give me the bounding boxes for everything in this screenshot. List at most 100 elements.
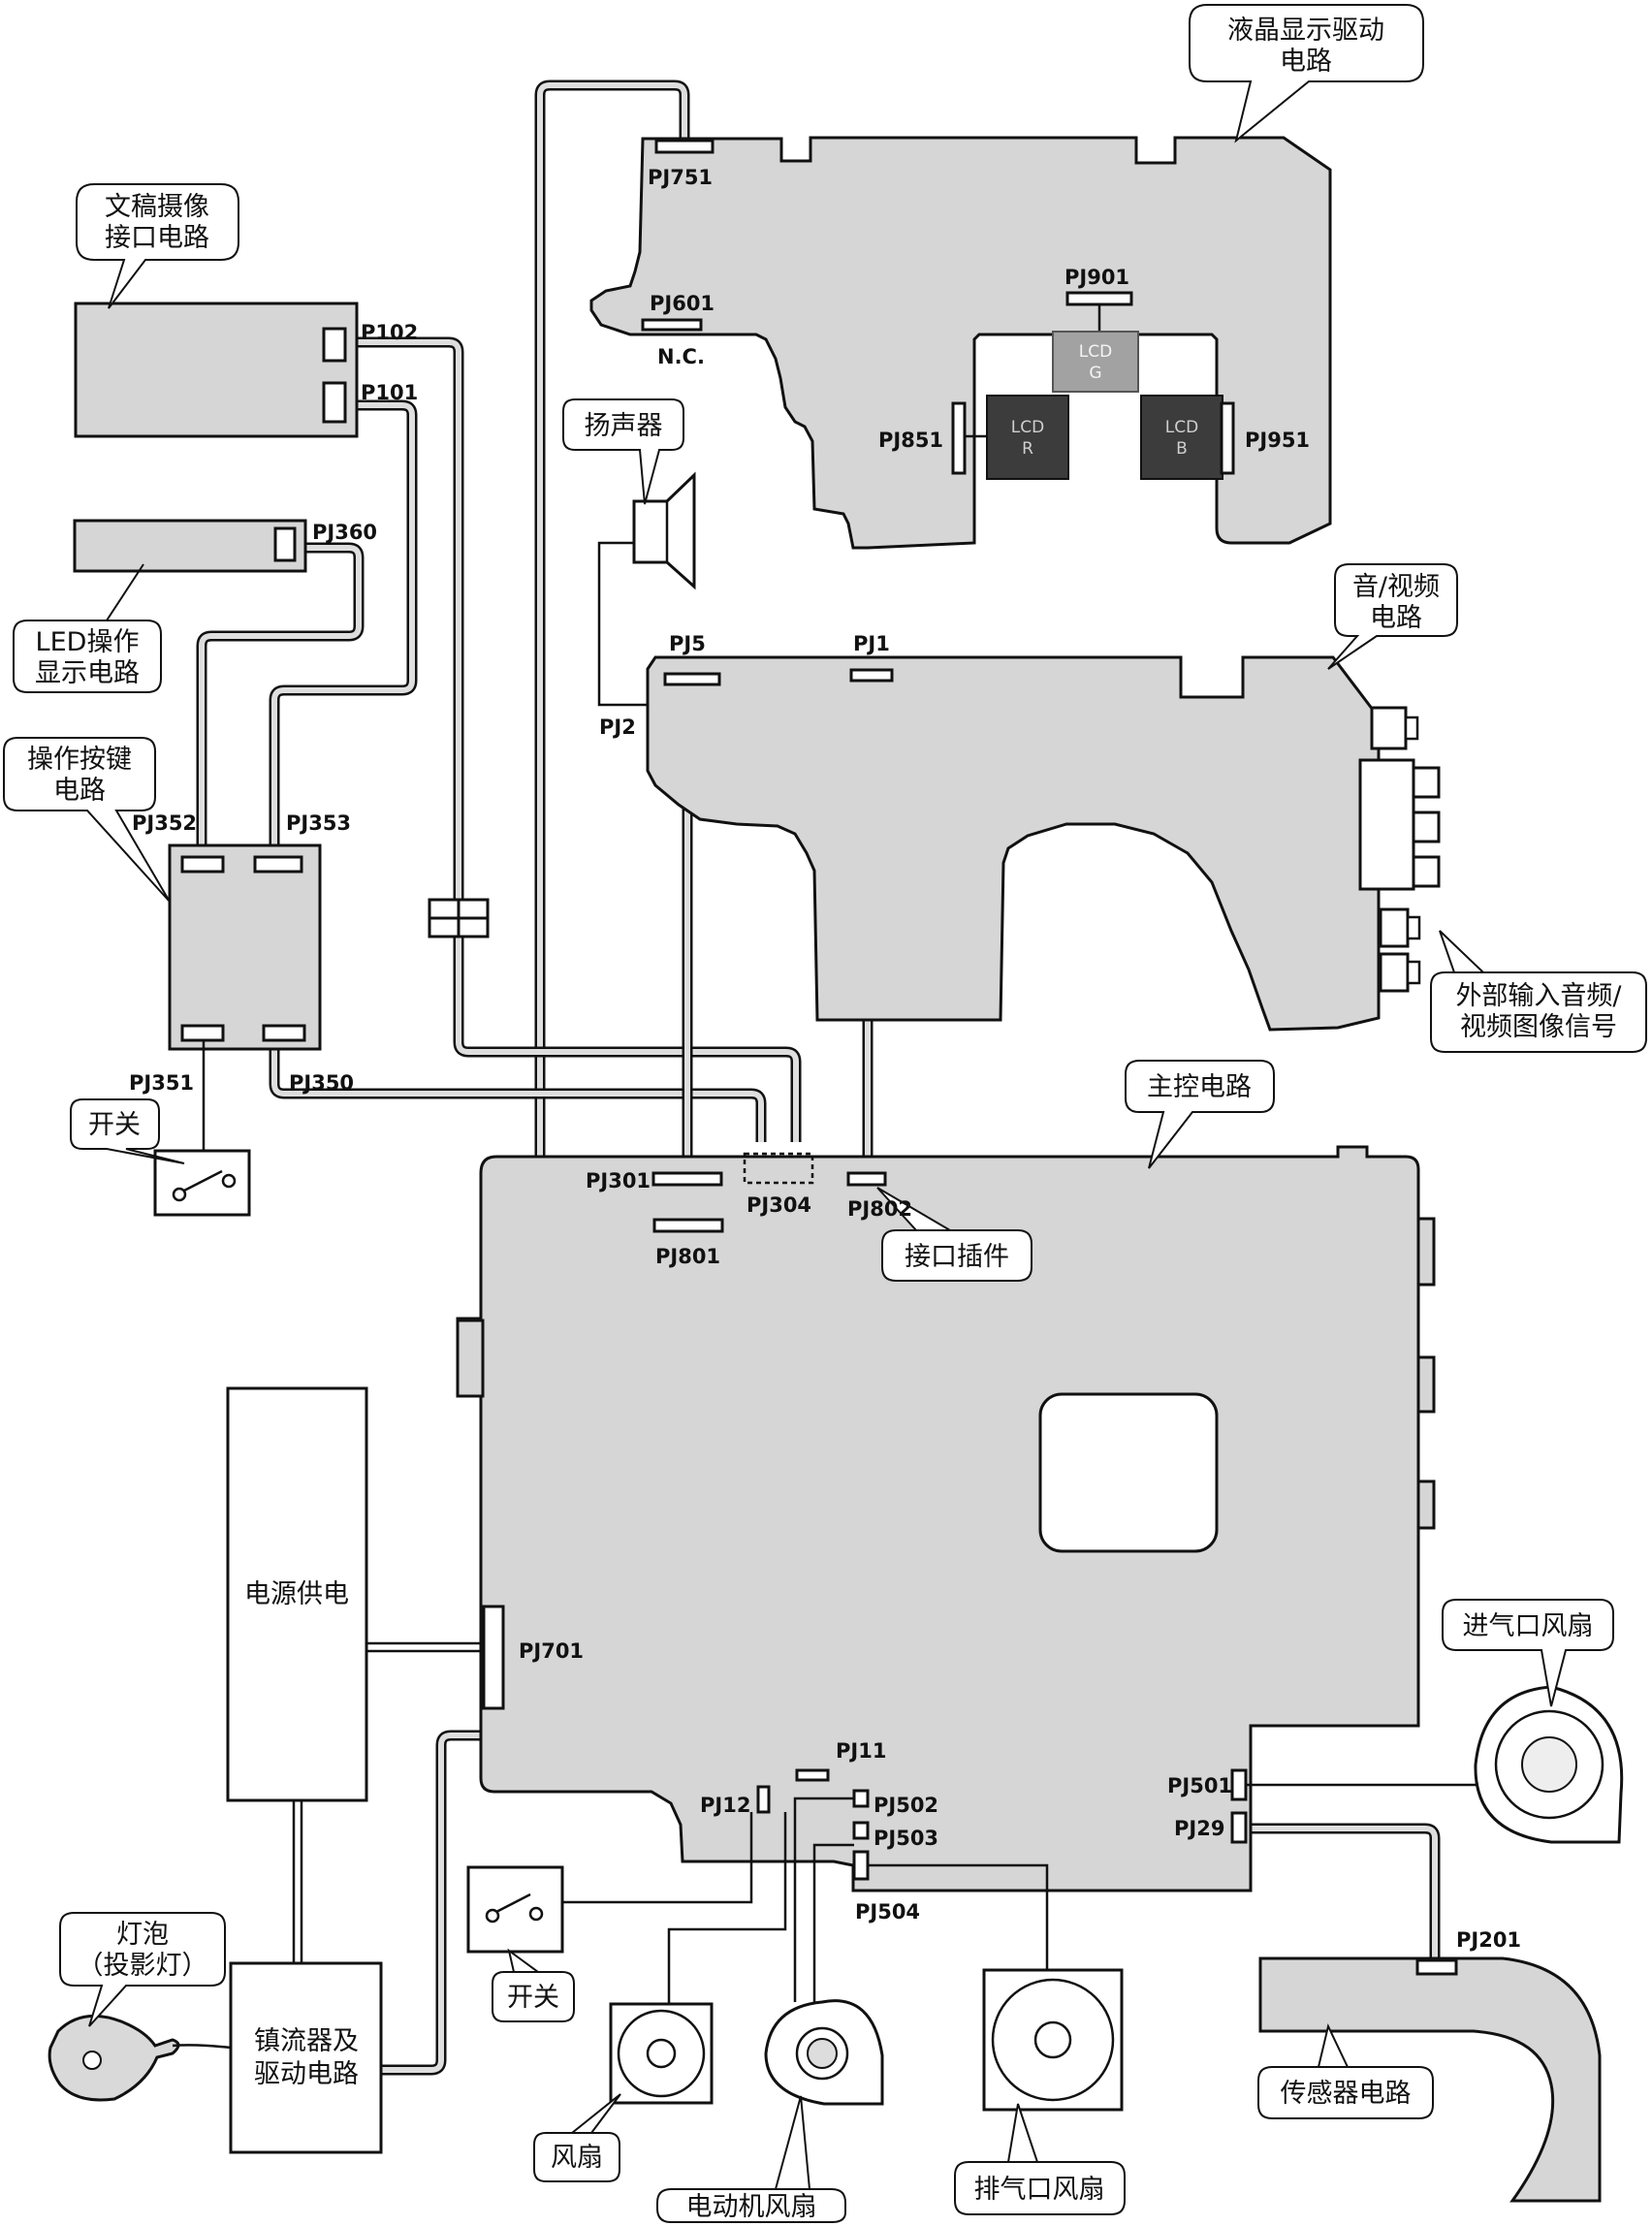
- small-fan: [609, 1812, 787, 2105]
- bottom-switch: [466, 1812, 753, 1954]
- main-control-callout: 主控电路: [1147, 1072, 1252, 1102]
- pj301-connector: [651, 1171, 723, 1187]
- ballast-label: 镇流器及驱动电路: [254, 2026, 359, 2089]
- pj360-label: PJ360: [312, 521, 377, 544]
- sensor-callout: 传感器电路: [1281, 2079, 1412, 2109]
- main-cutout: [1038, 1392, 1219, 1553]
- ballast-block: [229, 1961, 383, 2154]
- p102-connector: [322, 327, 347, 363]
- pj701-label: PJ701: [519, 1639, 584, 1663]
- pj352-label: PJ352: [132, 811, 197, 835]
- p101-label: P101: [361, 381, 418, 404]
- pj601-connector: [641, 318, 703, 332]
- labels: 液晶显示驱动电路文稿摄像接口电路扬声器LED操作显示电路操作按键电路开关音/视频…: [27, 16, 1622, 2222]
- pj29-connector: [1230, 1811, 1248, 1844]
- lamp-callout: 灯泡（投影灯）: [78, 1920, 208, 1981]
- pj304-label: PJ304: [747, 1193, 811, 1217]
- lcd-driver-callout: 液晶显示驱动电路: [1227, 16, 1384, 77]
- lcd-b-panel: [1140, 395, 1223, 480]
- pj503-label: PJ503: [874, 1827, 938, 1850]
- pj751-label: PJ751: [648, 166, 713, 189]
- lcd-driver-board: [589, 136, 1332, 550]
- ribbon-pj29-pj201: [1248, 1823, 1441, 1962]
- pj301-label: PJ301: [586, 1169, 651, 1192]
- pj751-connector: [654, 139, 715, 154]
- p102-label: P102: [361, 321, 418, 344]
- pj501-connector: [1230, 1768, 1248, 1801]
- top-switch: [153, 1040, 251, 1217]
- intake-fan-callout: 进气口风扇: [1463, 1611, 1594, 1641]
- pj951-connector: [1220, 401, 1235, 475]
- keypad-callout: 操作按键电路: [27, 745, 132, 806]
- projection-lamp: [48, 2014, 232, 2102]
- pj851-connector: [951, 401, 967, 475]
- intake-fan: [1246, 1685, 1624, 1844]
- pj601-label: PJ601: [650, 292, 715, 315]
- pj360-connector: [273, 526, 297, 562]
- pj503-connector: [852, 1821, 870, 1840]
- pj802-label: PJ802: [847, 1197, 912, 1221]
- pj350-connector: [262, 1024, 306, 1042]
- pj801-label: PJ801: [655, 1245, 720, 1268]
- pj353-connector: [253, 855, 303, 874]
- switch-top-callout: 开关: [88, 1110, 141, 1140]
- av-jack-block: [1358, 758, 1415, 891]
- pj801-connector: [652, 1218, 724, 1233]
- pj504-label: PJ504: [855, 1900, 920, 1924]
- pj1-label: PJ1: [853, 632, 890, 655]
- motor-fan-callout: 电动机风扇: [686, 2192, 817, 2222]
- pj901-connector: [1065, 291, 1133, 306]
- power-supply-block: [226, 1386, 484, 1963]
- pj351-label: PJ351: [129, 1071, 194, 1095]
- switch-bottom-callout: 开关: [507, 1983, 559, 2013]
- exhaust-fan: [868, 1863, 1124, 2112]
- pj12-label: PJ12: [700, 1794, 750, 1817]
- exhaust-fan-callout: 排气口风扇: [974, 2175, 1105, 2205]
- pj501-label: PJ501: [1167, 1774, 1232, 1797]
- av-jack-1: [1370, 706, 1408, 750]
- callouts: [3, 4, 1647, 2223]
- doc-camera-board: [74, 302, 359, 438]
- pj11-connector: [795, 1768, 830, 1782]
- fan-callout: 风扇: [551, 2143, 603, 2173]
- pj502-label: PJ502: [874, 1794, 938, 1817]
- pj901-label: PJ901: [1064, 266, 1129, 289]
- pj304-connector: [743, 1152, 814, 1185]
- pj201-label: PJ201: [1456, 1928, 1521, 1952]
- pj11-label: PJ11: [836, 1739, 886, 1763]
- pj802-connector: [846, 1171, 887, 1187]
- av-jack-2: [1379, 907, 1410, 948]
- pj350-label: PJ350: [289, 1071, 354, 1095]
- pj701-connector: [482, 1605, 505, 1710]
- interface-plug-callout: 接口插件: [905, 1242, 1009, 1272]
- pj504-connector: [852, 1850, 870, 1881]
- p101-connector: [322, 381, 347, 424]
- pj951-label: PJ951: [1245, 429, 1310, 452]
- pj5-label: PJ5: [669, 632, 706, 655]
- pj1-connector: [849, 668, 894, 683]
- av-circuit-board: [646, 655, 1441, 1032]
- pj29-label: PJ29: [1174, 1817, 1224, 1840]
- av-jack-3: [1379, 952, 1410, 993]
- pj353-label: PJ353: [286, 811, 351, 835]
- nc-label: N.C.: [657, 345, 705, 368]
- main-control-board: [456, 1145, 1436, 1892]
- pj12-connector: [756, 1785, 771, 1814]
- motor-fan: [764, 1797, 884, 2106]
- led-display-board: [73, 519, 307, 573]
- sensor-board: [1258, 1956, 1602, 2203]
- lcd-g-panel: [1052, 331, 1139, 393]
- doc-camera-callout: 文稿摄像接口电路: [105, 192, 209, 253]
- keypad-board: [168, 843, 322, 1051]
- lcd-r-panel: [986, 395, 1069, 480]
- pj352-connector: [180, 855, 225, 874]
- external-input-callout: 外部输入音频/视频图像信号: [1455, 981, 1622, 1042]
- pj502-connector: [852, 1789, 870, 1808]
- av-circuit-callout: 音/视频电路: [1352, 572, 1440, 633]
- led-display-callout: LED操作显示电路: [35, 627, 140, 688]
- pj351-connector: [180, 1024, 225, 1042]
